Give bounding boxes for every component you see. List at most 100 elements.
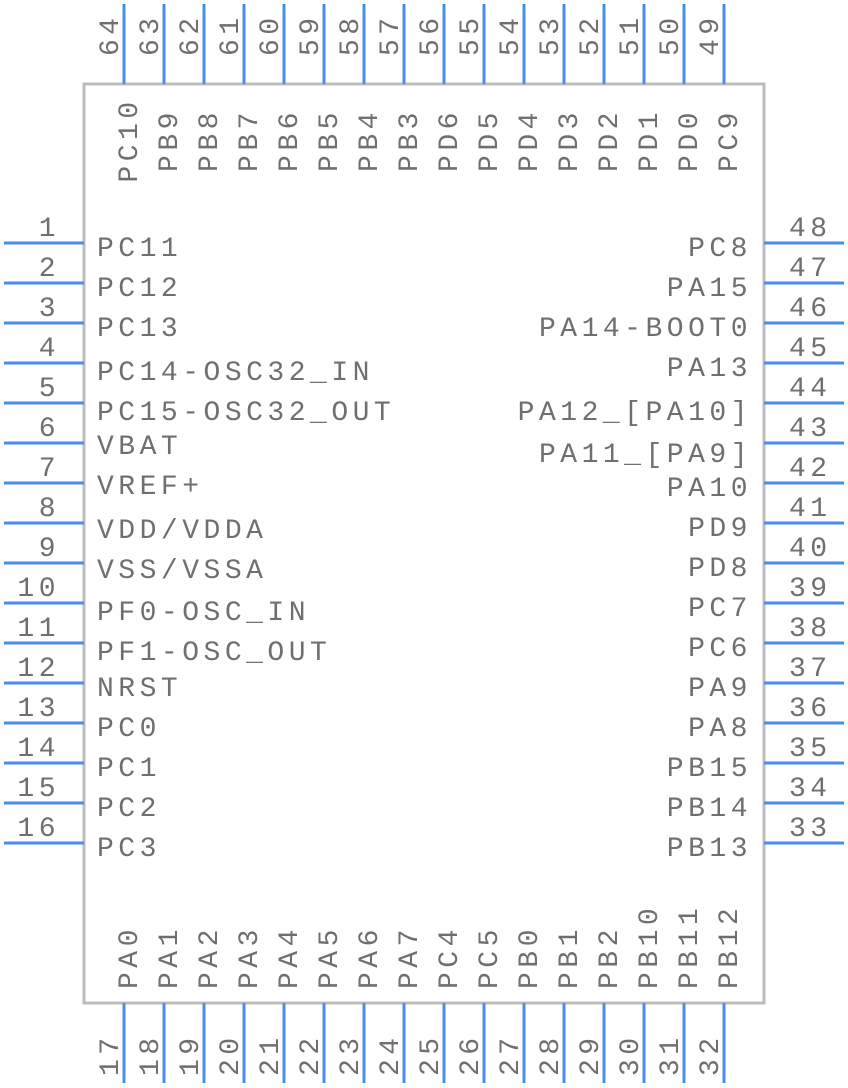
pin-label: PB2 <box>595 925 626 989</box>
pin-number: 39 <box>789 574 832 605</box>
pin-label: PD1 <box>635 108 666 172</box>
pin-label: PB13 <box>667 834 752 865</box>
pin-label: PC9 <box>715 108 746 172</box>
pin-number: 42 <box>789 454 832 485</box>
pin-number: 9 <box>39 534 60 565</box>
pin-label: NRST <box>97 674 182 705</box>
pin-label: PD6 <box>435 108 466 172</box>
pin-number: 10 <box>17 574 60 605</box>
pin-label: PD9 <box>688 514 752 545</box>
pin-label: PA4 <box>275 925 306 989</box>
pin-number: 60 <box>256 13 287 56</box>
pin-number: 57 <box>376 13 407 56</box>
pin-label: PC6 <box>688 634 752 665</box>
pin-label: PA6 <box>355 925 386 989</box>
pin-number: 63 <box>136 13 167 56</box>
pin-number: 14 <box>17 734 60 765</box>
pin-label: PB12 <box>715 904 746 989</box>
pin-label: PB10 <box>635 904 666 989</box>
pin-number: 50 <box>656 13 687 56</box>
pin-number: 15 <box>17 774 60 805</box>
pin-number: 64 <box>96 13 127 56</box>
pin-label: PC13 <box>97 314 182 345</box>
pin-number: 1 <box>39 214 60 245</box>
pin-number: 56 <box>416 13 447 56</box>
pin-label: PA12_[PA10] <box>518 398 752 429</box>
pin-label: PB9 <box>155 108 186 172</box>
pin-label: VSS/VSSA <box>97 556 267 587</box>
pin-label: PC0 <box>97 714 161 745</box>
pin-label: PD8 <box>688 554 752 585</box>
pin-label: PC3 <box>97 834 161 865</box>
pin-label: PB3 <box>395 108 426 172</box>
pin-number: 43 <box>789 414 832 445</box>
pin-label: PA14-BOOT0 <box>539 314 752 345</box>
pin-number: 23 <box>336 1033 367 1076</box>
pin-label: PD5 <box>475 108 506 172</box>
pin-label: PB0 <box>515 925 546 989</box>
pin-label: PC14-OSC32_IN <box>97 358 374 389</box>
pin-label: PF1-OSC_OUT <box>97 638 331 669</box>
pin-label: PC5 <box>475 925 506 989</box>
pin-number: 35 <box>789 734 832 765</box>
pin-number: 46 <box>789 294 832 325</box>
pin-label: PA2 <box>195 925 226 989</box>
pin-number: 44 <box>789 374 832 405</box>
pin-label: PA9 <box>688 674 752 705</box>
pin-label: PA3 <box>235 925 266 989</box>
pin-label: PD4 <box>515 108 546 172</box>
pin-label: PB1 <box>555 925 586 989</box>
pin-number: 54 <box>496 13 527 56</box>
pin-number: 13 <box>17 694 60 725</box>
pin-number: 34 <box>789 774 832 805</box>
pin-label: VBAT <box>97 432 182 463</box>
pin-number: 22 <box>296 1033 327 1076</box>
pin-label: PD2 <box>595 108 626 172</box>
pin-number: 20 <box>216 1033 247 1076</box>
pin-number: 31 <box>656 1033 687 1076</box>
pin-number: 19 <box>176 1033 207 1076</box>
pin-number: 61 <box>216 13 247 56</box>
pin-label: PB11 <box>675 904 706 989</box>
pin-label: PC2 <box>97 794 161 825</box>
pin-label: PC1 <box>97 754 161 785</box>
pin-number: 41 <box>789 494 832 525</box>
pin-label: PA8 <box>688 714 752 745</box>
pin-number: 26 <box>456 1033 487 1076</box>
pin-number: 37 <box>789 654 832 685</box>
pin-number: 5 <box>39 374 60 405</box>
pin-label: PF0-OSC_IN <box>97 598 310 629</box>
pin-label: PC4 <box>435 925 466 989</box>
pin-label: PB14 <box>667 794 752 825</box>
pin-label: VREF+ <box>97 472 204 503</box>
pin-number: 18 <box>136 1033 167 1076</box>
pin-number: 47 <box>789 254 832 285</box>
pin-label: PC10 <box>115 97 146 182</box>
pin-number: 12 <box>17 654 60 685</box>
pin-label: PC15-OSC32_OUT <box>97 398 395 429</box>
pin-label: PD0 <box>675 108 706 172</box>
pin-number: 21 <box>256 1033 287 1076</box>
pin-number: 11 <box>17 614 60 645</box>
pin-label: PC11 <box>97 234 182 265</box>
pin-label: PB4 <box>355 108 386 172</box>
pin-number: 55 <box>456 13 487 56</box>
pin-number: 3 <box>39 294 60 325</box>
pin-label: PB15 <box>667 754 752 785</box>
pin-number: 58 <box>336 13 367 56</box>
pin-number: 7 <box>39 454 60 485</box>
pin-number: 36 <box>789 694 832 725</box>
pin-number: 32 <box>696 1033 727 1076</box>
pin-number: 40 <box>789 534 832 565</box>
pin-label: PC8 <box>688 234 752 265</box>
pin-label: PA15 <box>667 274 752 305</box>
chip-body <box>82 82 766 1005</box>
pin-number: 17 <box>96 1033 127 1076</box>
pin-label: PA5 <box>315 925 346 989</box>
pin-number: 38 <box>789 614 832 645</box>
pin-label: PA0 <box>115 925 146 989</box>
pin-number: 8 <box>39 494 60 525</box>
pin-number: 62 <box>176 13 207 56</box>
pin-label: PA10 <box>667 474 752 505</box>
pin-label: VDD/VDDA <box>97 516 267 547</box>
